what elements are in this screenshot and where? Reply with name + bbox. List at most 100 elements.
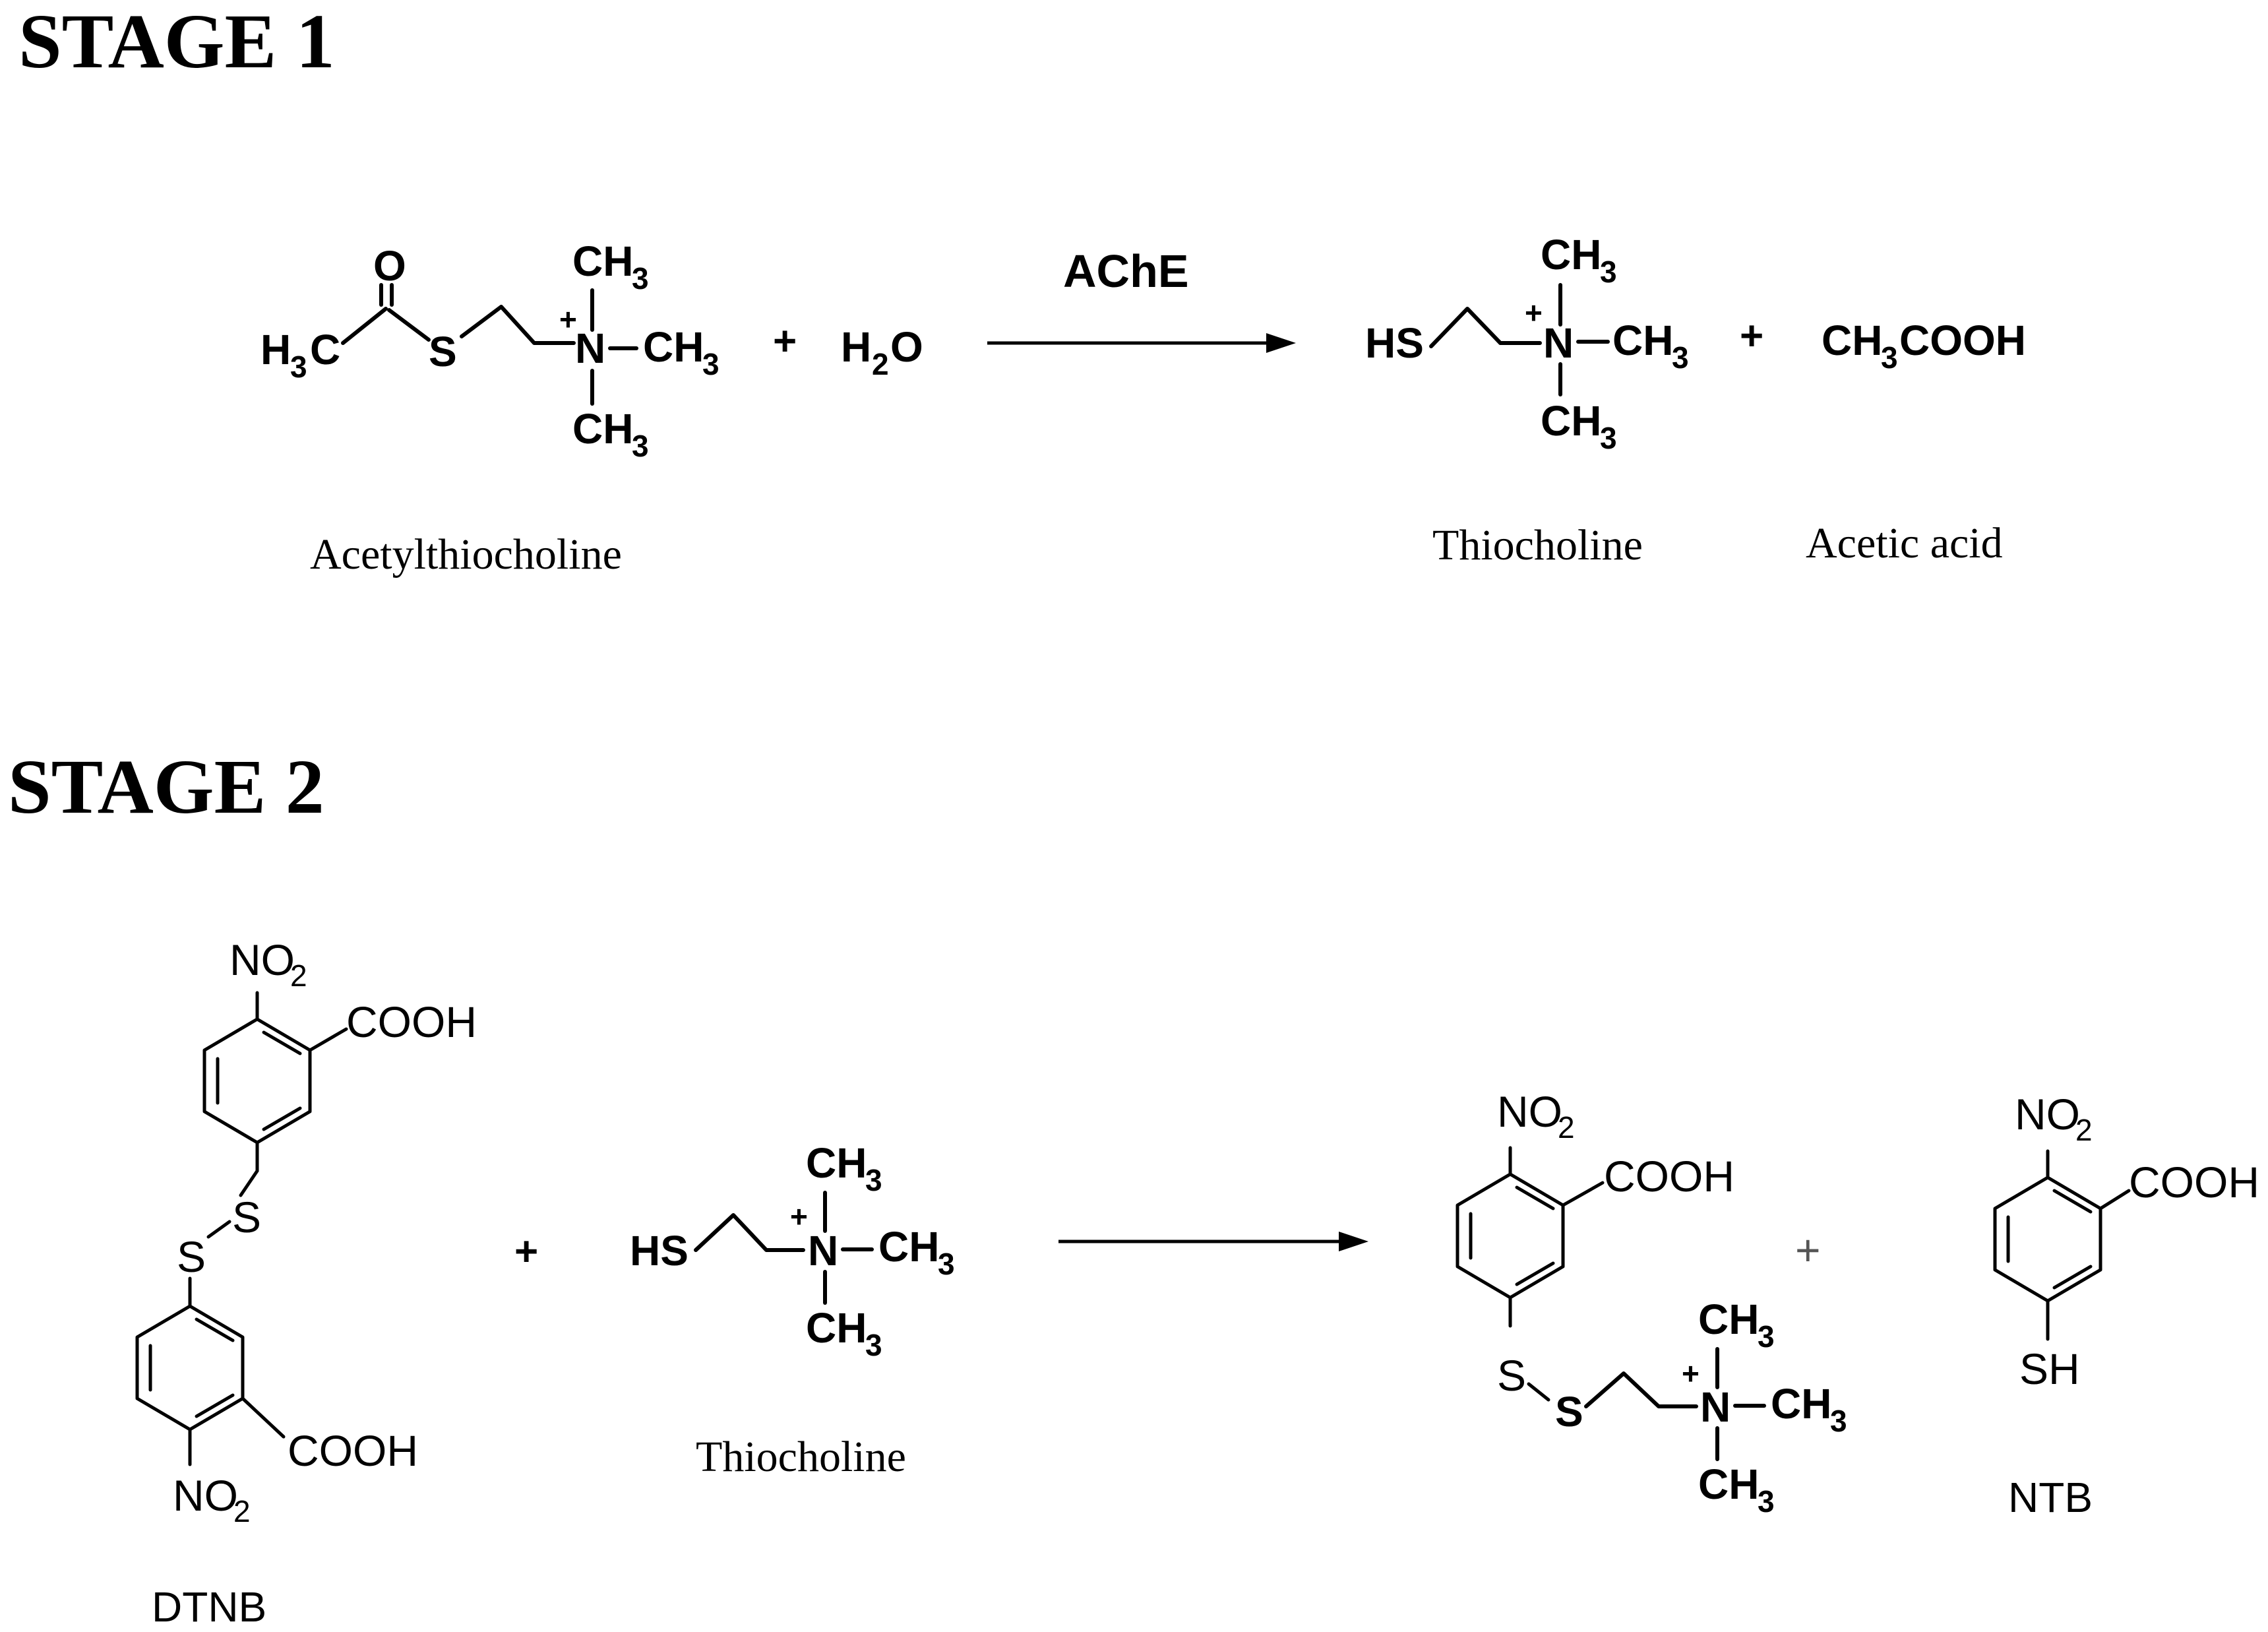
bond [1527, 1382, 1550, 1402]
ntb-structure: NO 2 COOH SH [1993, 1090, 2259, 1393]
subscript: 2 [2075, 1113, 2093, 1147]
plus-sign: + [1795, 1226, 1821, 1274]
bond [2052, 1189, 2093, 1214]
carboxyl-cooh: COOH [1604, 1152, 1734, 1201]
subscript: 3 [865, 1328, 882, 1362]
bond [1515, 1261, 1555, 1286]
subscript: 3 [1758, 1484, 1775, 1519]
mixed-disulfide-structure: NO 2 COOH S S N + CH 3 CH 3 CH 3 [1456, 1087, 1847, 1519]
charge-plus: + [790, 1199, 808, 1234]
atom-h: H [261, 326, 291, 373]
benzene-ring [1456, 1172, 1565, 1300]
thiocholine-structure: HS N + CH 3 CH 3 CH 3 [630, 1139, 955, 1362]
nitro-no: NO [1497, 1087, 1562, 1136]
enzyme-label: AChE [1063, 245, 1189, 297]
atom-s: S [1497, 1351, 1526, 1400]
arrow-head [1266, 333, 1296, 353]
bond [206, 1220, 231, 1239]
bond [195, 1393, 235, 1418]
methyl-ch: CH [1698, 1296, 1759, 1343]
nitro-no: NO [2015, 1090, 2080, 1139]
methyl-ch: CH [878, 1223, 939, 1271]
plus-sign: + [1740, 313, 1763, 359]
thiocholine-label: Thiocholine [1432, 521, 1643, 569]
subscript: 3 [938, 1247, 955, 1281]
thiocholine-structure: HS N + CH 3 CH 3 CH 3 [1365, 231, 1689, 455]
stage-2-heading: STAGE 2 [8, 743, 324, 830]
bond [262, 1030, 302, 1055]
subscript: 2 [233, 1494, 251, 1528]
dtnb-label: DTNB [152, 1583, 266, 1631]
methyl-ch: CH [1541, 397, 1601, 445]
methyl-ch: CH [1771, 1380, 1831, 1428]
subscript: 3 [702, 347, 720, 381]
subscript: 3 [632, 429, 649, 463]
subscript: 3 [1600, 421, 1617, 455]
atom-h: H [841, 323, 871, 371]
atom-o: O [373, 242, 406, 290]
carboxyl-cooh: COOH [288, 1426, 418, 1475]
subscript: 2 [1558, 1110, 1575, 1145]
methyl-ch: CH [806, 1139, 867, 1187]
methyl-ch: CH [1541, 231, 1601, 278]
carboxyl-cooh: COOH [2129, 1158, 2259, 1207]
subscript: 3 [632, 261, 649, 296]
subscript: 3 [290, 350, 307, 384]
subscript: 3 [1830, 1404, 1847, 1438]
bond [195, 1317, 235, 1342]
acetic-acid-formula: CH 3 COOH [1822, 317, 2026, 375]
thiol-sh: SH [2019, 1344, 2080, 1393]
acetic-acid-label: Acetic acid [1806, 519, 2003, 567]
atom-ch: CH [1822, 317, 1882, 364]
acetylthiocholine-structure: H 3 C O S N + CH 3 CH 3 CH 3 [261, 237, 720, 463]
dtnb-structure: NO 2 COOH S S COOH NO 2 [135, 935, 477, 1528]
subscript: 3 [1600, 255, 1617, 289]
plus-sign: + [514, 1229, 538, 1274]
charge-plus: + [1525, 296, 1543, 330]
subscript: 3 [1758, 1319, 1775, 1354]
atom-hs: HS [630, 1227, 689, 1274]
subscript: 2 [290, 958, 307, 993]
thiocholine-label: Thiocholine [696, 1433, 906, 1481]
nitro-no: NO [173, 1471, 238, 1520]
bond [308, 1027, 348, 1052]
bond [241, 1397, 286, 1439]
atom-s: S [177, 1232, 206, 1281]
atom-hs: HS [1365, 319, 1424, 367]
atom-cooh: COOH [1899, 317, 2026, 364]
atom-o: O [890, 323, 923, 371]
atom-n: N [808, 1227, 838, 1274]
subscript: 3 [1881, 340, 1898, 375]
bond [239, 1169, 259, 1197]
bond [1515, 1185, 1555, 1210]
methyl-ch: CH [806, 1304, 867, 1352]
bond [262, 1106, 302, 1131]
water-formula: H 2 O [841, 323, 923, 381]
ntb-label: NTB [2008, 1474, 2093, 1521]
atom-s: S [1555, 1388, 1583, 1435]
atom-n: N [1700, 1383, 1731, 1431]
arrow-head [1339, 1232, 1368, 1251]
plus-sign: + [773, 319, 797, 364]
atom-s: S [429, 328, 457, 375]
bond [387, 308, 431, 342]
charge-plus: + [559, 302, 577, 336]
subscript: 3 [865, 1163, 882, 1197]
bond [341, 307, 388, 345]
carboxyl-cooh: COOH [346, 997, 477, 1046]
atom-c: C [310, 326, 340, 373]
methyl-ch: CH [572, 237, 633, 285]
bond [460, 305, 576, 345]
bond [694, 1213, 805, 1252]
subscript: 3 [1672, 340, 1689, 375]
atom-n: N [1543, 319, 1574, 367]
bond [2099, 1189, 2131, 1210]
bond [2052, 1265, 2093, 1290]
acetylthiocholine-label: Acetylthiocholine [310, 530, 622, 579]
methyl-ch: CH [1612, 317, 1673, 364]
bond [1584, 1371, 1698, 1408]
methyl-ch: CH [643, 323, 704, 371]
methyl-ch: CH [572, 405, 633, 453]
benzene-ring [1993, 1176, 2102, 1303]
